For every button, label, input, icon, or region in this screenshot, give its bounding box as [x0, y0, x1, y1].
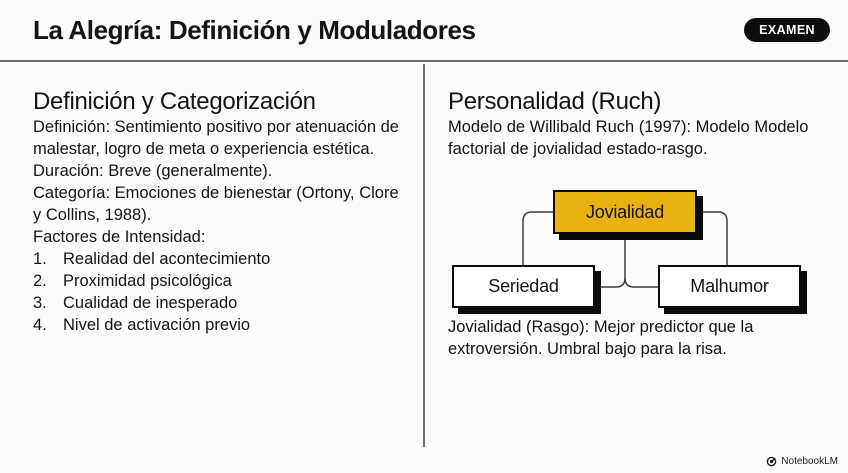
left-column: Definición y Categorización Definición: …: [33, 64, 411, 336]
model-text: Modelo de Willibald Ruch (1997): Modelo …: [448, 118, 809, 158]
list-item-number: 4.: [33, 316, 47, 334]
list-item-number: 1.: [33, 250, 47, 268]
list-item: 2. Proximidad psicológica: [33, 270, 411, 292]
category-text: Categoría: Emociones de bienestar (Orton…: [33, 184, 399, 224]
diagram-box-seriedad: Seriedad: [452, 265, 595, 308]
list-item-label: Nivel de activación previo: [63, 316, 251, 334]
brand-footer: NotebookLM: [766, 456, 838, 467]
left-heading: Definición y Categorización: [33, 88, 316, 115]
column-divider: [423, 64, 425, 447]
list-item-number: 2.: [33, 272, 47, 290]
list-item-label: Proximidad psicológica: [63, 272, 232, 290]
definition-text: Definición: Sentimiento positivo por ate…: [33, 118, 399, 158]
diagram-box-jovialidad: Jovialidad: [553, 190, 697, 234]
factors-title: Factores de Intensidad:: [33, 228, 206, 246]
right-heading: Personalidad (Ruch): [448, 88, 662, 115]
list-item-label: Cualidad de inesperado: [63, 294, 238, 312]
right-column: Personalidad (Ruch) Modelo de Willibald …: [448, 64, 816, 360]
list-item-label: Realidad del acontecimiento: [63, 250, 271, 268]
duration-text: Duración: Breve (generalmente).: [33, 162, 273, 180]
trait-text: Jovialidad (Rasgo): Mejor predictor que …: [448, 318, 754, 358]
list-item: 4. Nivel de activación previo: [33, 314, 411, 336]
factors-list: 1. Realidad del acontecimiento 2. Proxim…: [33, 248, 411, 336]
list-item: 1. Realidad del acontecimiento: [33, 248, 411, 270]
notebooklm-icon: [766, 456, 777, 467]
exam-badge: EXAMEN: [744, 17, 830, 43]
diagram-connectors: [522, 211, 728, 288]
trait-model-diagram: Jovialidad Seriedad Malhumor: [448, 186, 813, 316]
page-title: La Alegría: Definición y Moduladores: [33, 14, 476, 45]
brand-label: NotebookLM: [781, 456, 838, 467]
diagram-box-malhumor: Malhumor: [658, 265, 801, 308]
list-item-number: 3.: [33, 294, 47, 312]
list-item: 3. Cualidad de inesperado: [33, 292, 411, 314]
header: La Alegría: Definición y Moduladores EXA…: [0, 0, 848, 62]
